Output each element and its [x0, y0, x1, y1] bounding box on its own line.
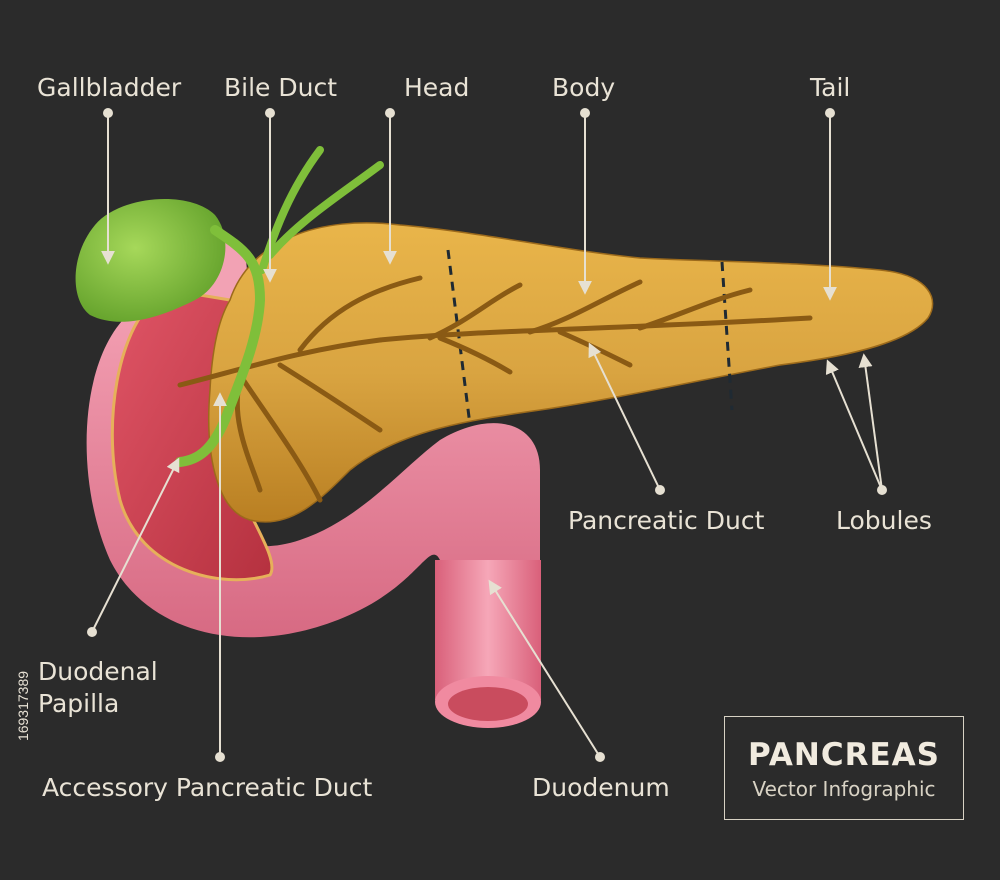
pancreas [177, 222, 934, 523]
leader-dots [87, 108, 887, 762]
gallbladder [75, 198, 226, 322]
duodenum-lumen [448, 687, 528, 721]
title-main: PANCREAS [748, 737, 940, 773]
bile-duct [175, 225, 266, 467]
duct-branch [527, 279, 643, 335]
label-duodenum: Duodenum [532, 773, 670, 802]
leader-dot [877, 485, 887, 495]
label-pancreatic-duct: Pancreatic Duct [568, 506, 765, 535]
leader-dot [265, 108, 275, 118]
leader-dot [825, 108, 835, 118]
pancreas-body [208, 222, 934, 523]
leader-dot [385, 108, 395, 118]
duodenum-loop [86, 300, 540, 700]
leader-dot [655, 485, 665, 495]
label-body: Body [552, 73, 616, 102]
head-body-divider [446, 249, 472, 426]
body-tail-divider [720, 261, 734, 411]
label-bile-duct: Bile Duct [224, 73, 338, 102]
leader-lobules-2 [858, 353, 883, 491]
leader-dot [215, 752, 225, 762]
hepatic-duct-right [266, 161, 384, 259]
duct-branch [637, 287, 753, 331]
label-lobules: Lobules [836, 506, 932, 535]
label-duodenal-papilla-line2: Papilla [38, 689, 120, 718]
label-gallbladder: Gallbladder [37, 73, 182, 102]
duct-branch [437, 335, 513, 375]
leader-lobules-1 [825, 359, 883, 491]
duct-branch [277, 362, 383, 433]
stock-id: 169317389 [15, 670, 31, 742]
accessory-duct [237, 372, 323, 503]
leader-duodenum [488, 579, 601, 758]
leader-dot [103, 108, 113, 118]
leader-duodenal-papilla [91, 457, 180, 633]
label-accessory-pancreatic-duct: Accessory Pancreatic Duct [42, 773, 373, 802]
label-tail: Tail [810, 73, 851, 102]
duct-branch [297, 275, 423, 353]
leader-dot [87, 627, 97, 637]
duct-branch [427, 282, 523, 341]
leader-dot [580, 108, 590, 118]
label-duodenal-papilla-line1: Duodenal [38, 657, 158, 686]
title-subtitle: Vector Infographic [752, 777, 936, 801]
gallbladder-group [75, 146, 384, 467]
title-box: PANCREAS Vector Infographic [724, 716, 964, 820]
leader-pancreatic-duct [588, 342, 661, 491]
label-head: Head [404, 73, 470, 102]
leader-dot [595, 752, 605, 762]
leader-lines [91, 113, 883, 758]
